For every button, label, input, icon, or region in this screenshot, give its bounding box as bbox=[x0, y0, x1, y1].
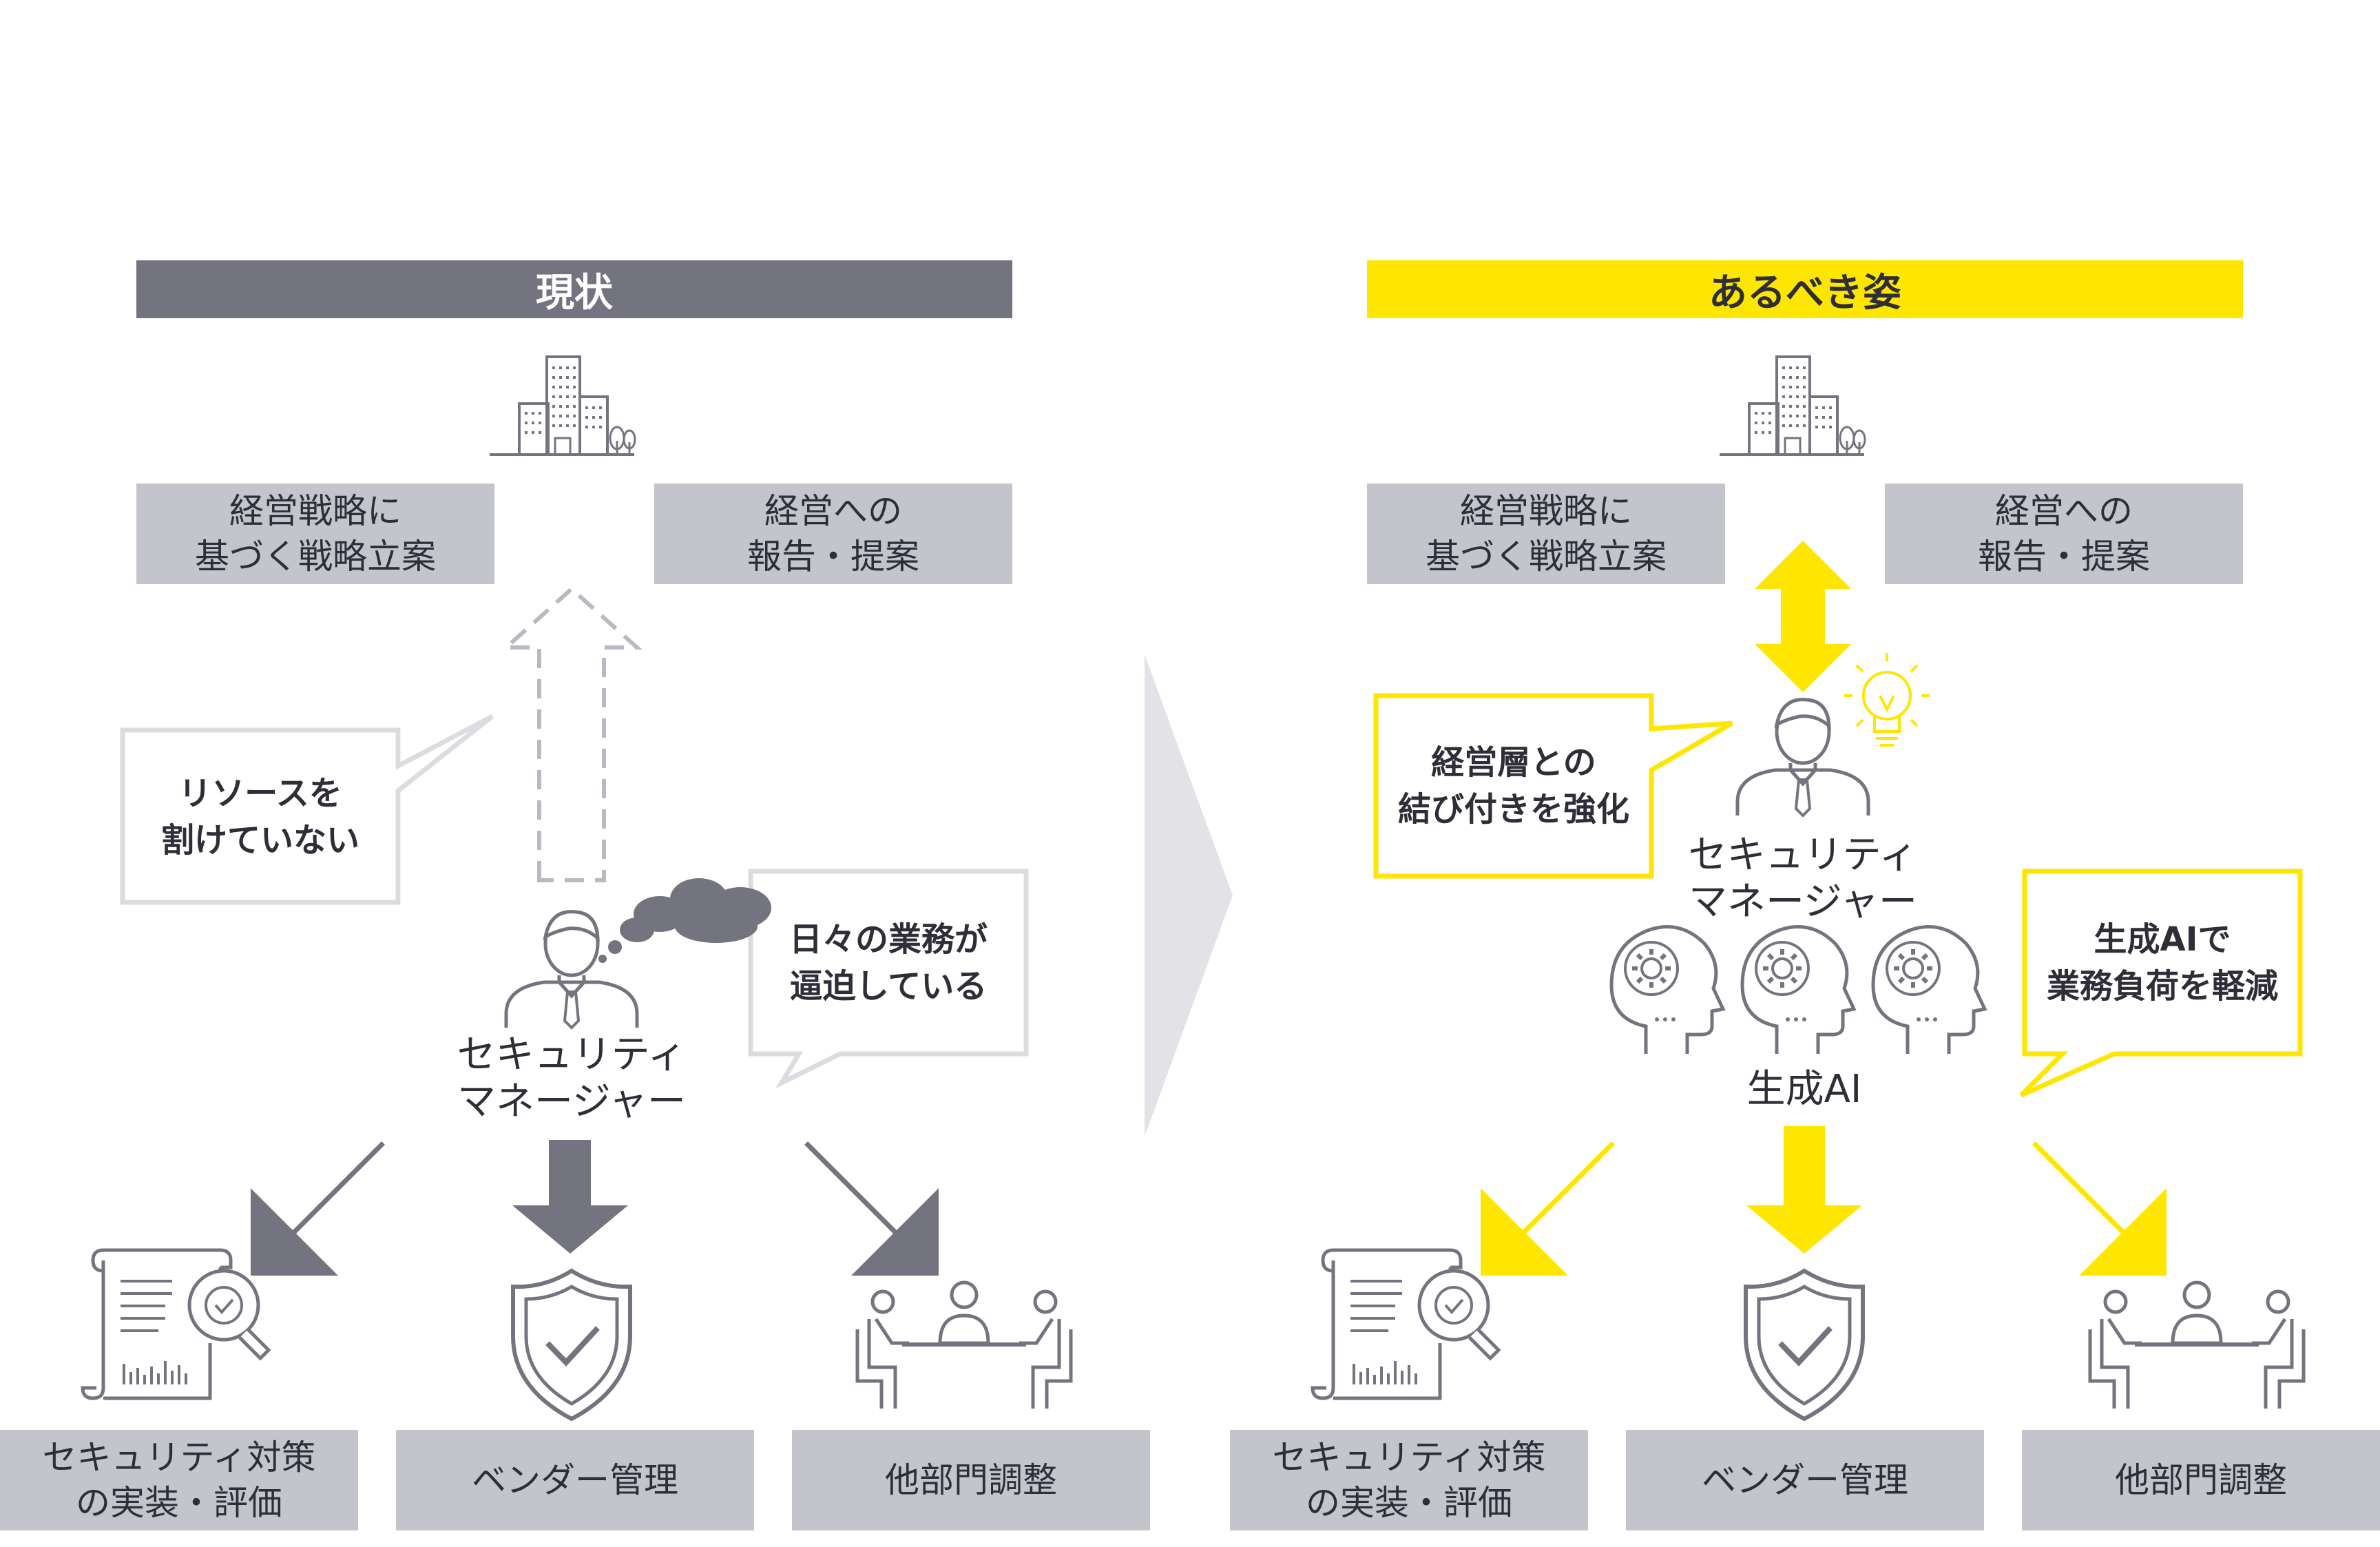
ai-head-icon-3 bbox=[1873, 927, 1985, 1055]
arrow-down-ideal bbox=[1746, 1126, 1862, 1254]
generative-ai-label: 生成AI bbox=[1746, 1067, 1862, 1112]
ai-head-icon-1 bbox=[1611, 927, 1723, 1055]
arrow-down-right-ideal bbox=[2032, 1112, 2167, 1276]
strategy-planning-box-ideal: 経営戦略に 基づく戦略立案 bbox=[1367, 484, 1725, 584]
security-manager-icon-current bbox=[506, 912, 637, 1028]
bottom-box-vendor-ideal: ベンダー管理 bbox=[1626, 1430, 1984, 1530]
document-audit-icon-current bbox=[83, 1250, 269, 1398]
ai-head-icon-2 bbox=[1742, 927, 1854, 1055]
security-manager-label-ideal: セキュリティ マネージャー bbox=[1688, 833, 1918, 924]
strategy-planning-box-current: 経営戦略に 基づく戦略立案 bbox=[136, 484, 494, 584]
executive-report-box-current: 経営への 報告・提案 bbox=[654, 484, 1012, 584]
security-manager-icon-ideal bbox=[1737, 700, 1868, 816]
bottom-box-vendor-current: ベンダー管理 bbox=[396, 1430, 754, 1530]
double-arrow-icon bbox=[1755, 541, 1851, 692]
arrow-down-left-ideal bbox=[1481, 1112, 1615, 1276]
arrow-down-right-current bbox=[804, 1112, 939, 1276]
speech-bubble-ai bbox=[2019, 869, 2303, 1098]
speech-bubble-resources bbox=[120, 714, 494, 905]
bubble-text-executive: 経営層との 結び付きを強化 bbox=[1397, 743, 1629, 829]
meeting-icon-current bbox=[857, 1283, 1071, 1409]
meeting-icon-ideal bbox=[2090, 1283, 2304, 1409]
bottom-box-implementation-current: セキュリティ対策 の実装・評価 bbox=[0, 1430, 358, 1530]
ideal-state-header: あるべき姿 bbox=[1367, 260, 2243, 318]
bottom-box-coordination-current: 他部門調整 bbox=[792, 1430, 1150, 1530]
arrow-down-left-current bbox=[251, 1112, 385, 1276]
transition-chevron-icon bbox=[1145, 654, 1233, 1136]
executive-report-box-ideal: 経営への 報告・提案 bbox=[1885, 484, 2243, 584]
bubble-text-ai: 生成AIで 業務負荷を軽減 bbox=[2046, 920, 2278, 1006]
shield-check-icon-ideal bbox=[1746, 1271, 1863, 1419]
thought-cloud-icon bbox=[598, 878, 771, 963]
building-icon-ideal bbox=[1718, 355, 1866, 456]
arrow-down-current bbox=[512, 1140, 628, 1254]
lightbulb-icon bbox=[1844, 653, 1930, 747]
bubble-text-resources: リソースを 割けていない bbox=[160, 774, 359, 860]
security-manager-label-current: セキュリティ マネージャー bbox=[457, 1032, 687, 1124]
current-state-header: 現状 bbox=[136, 260, 1012, 318]
bubble-text-busy: 日々の業務が 逼迫している bbox=[789, 920, 988, 1006]
dashed-up-arrow bbox=[501, 585, 643, 882]
building-icon-current bbox=[488, 355, 636, 456]
bottom-box-implementation-ideal: セキュリティ対策 の実装・評価 bbox=[1230, 1430, 1588, 1530]
speech-bubble-busy bbox=[748, 869, 1029, 1089]
shield-check-icon-current bbox=[513, 1271, 630, 1419]
document-audit-icon-ideal bbox=[1313, 1250, 1499, 1398]
bottom-box-coordination-ideal: 他部門調整 bbox=[2022, 1430, 2380, 1530]
speech-bubble-executive bbox=[1373, 693, 1733, 879]
